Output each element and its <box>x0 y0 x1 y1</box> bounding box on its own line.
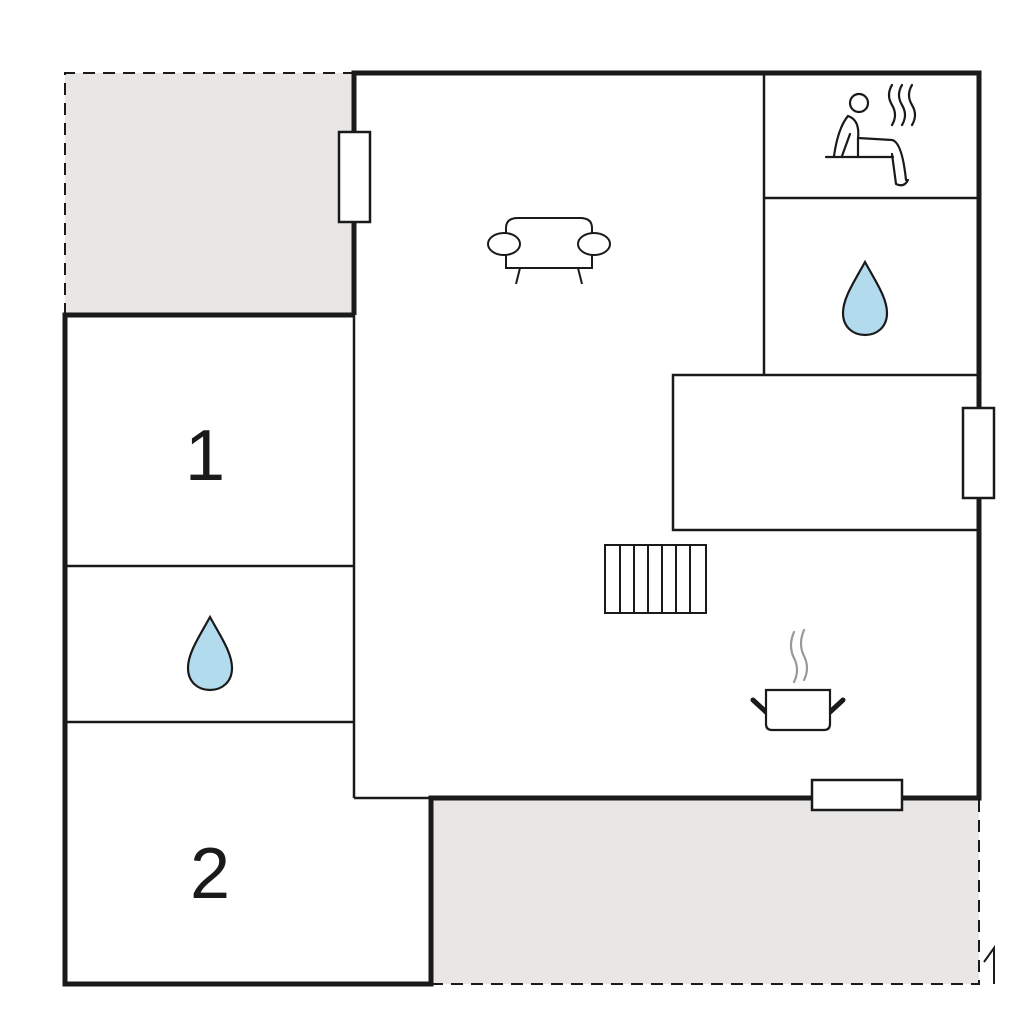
window-bottom <box>810 778 904 812</box>
cooking-pot-icon <box>750 628 846 732</box>
windows <box>337 130 996 812</box>
terrace-top-left <box>65 73 354 315</box>
window-right <box>961 406 996 500</box>
stairs-icon <box>604 544 707 614</box>
terraces <box>64 72 995 985</box>
room-label-2: 2 <box>190 834 230 914</box>
terrace-bottom-right <box>431 798 979 984</box>
wall-right-room <box>671 373 979 532</box>
sofa-icon <box>487 217 611 285</box>
water-drop-icon <box>186 614 234 692</box>
terrace-corner-mark <box>983 944 995 984</box>
interior-walls <box>65 73 979 800</box>
sauna-icon <box>824 83 917 187</box>
water-drop-icon <box>841 259 889 337</box>
terrace-top-left-dashed-edge <box>64 72 354 315</box>
window-left <box>337 130 372 224</box>
terrace-bottom-right-dashed-edge <box>431 798 980 985</box>
room-label-1: 1 <box>185 416 225 496</box>
